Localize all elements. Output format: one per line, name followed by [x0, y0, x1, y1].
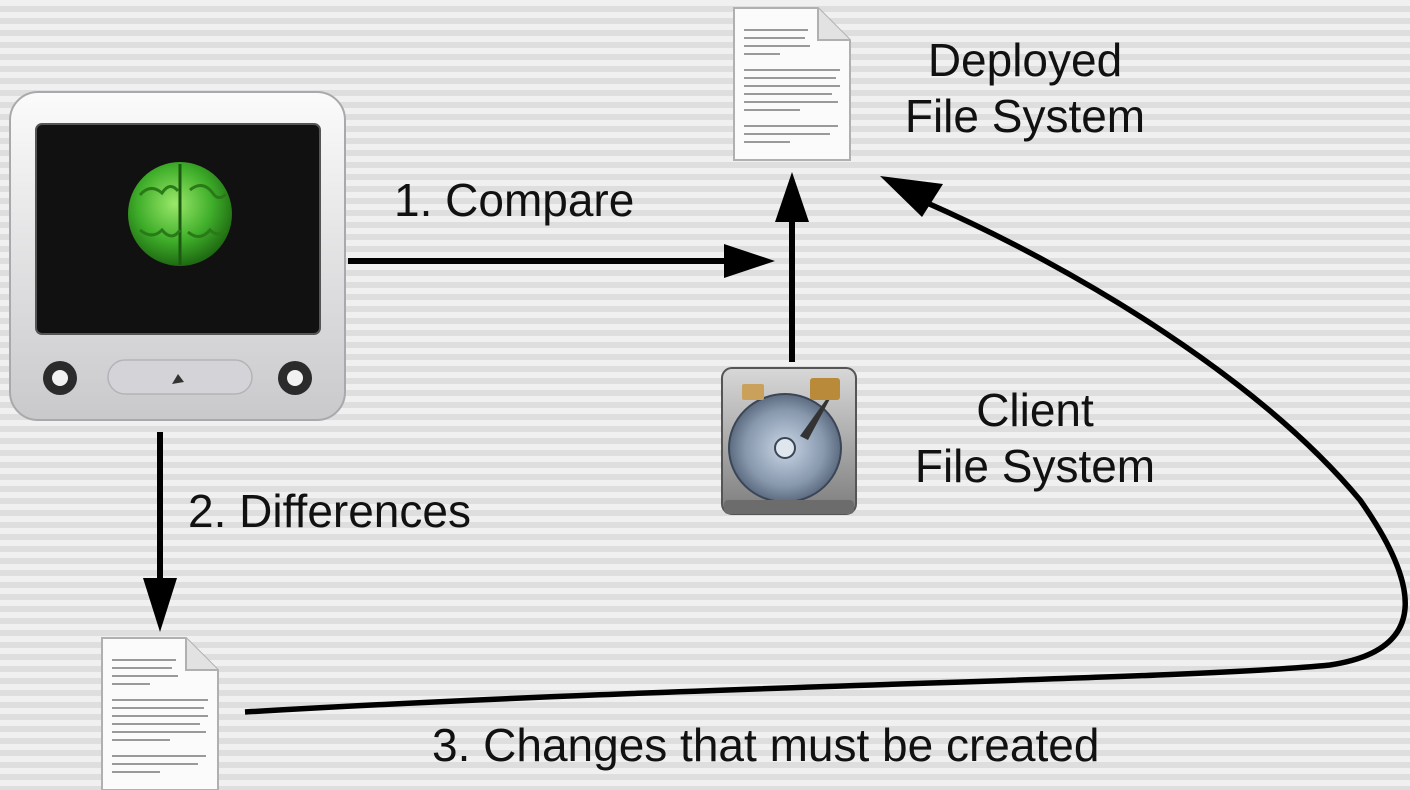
brain-computer-icon [9, 91, 346, 421]
differences-label: 2. Differences [188, 485, 471, 537]
compare-arrow [348, 244, 775, 278]
client-hard-drive-icon [721, 367, 857, 515]
deployed-label-line2: File System [904, 90, 1146, 142]
client-to-deployed-arrow [775, 172, 809, 362]
brain-icon [128, 162, 232, 266]
changes-label: 3. Changes that must be created [432, 719, 1100, 771]
deployed-document-icon [733, 7, 851, 161]
changes-arrow [244, 176, 1408, 715]
compare-label: 1. Compare [394, 174, 635, 226]
deployed-label-line1: Deployed [927, 34, 1123, 86]
client-label-line1: Client [976, 384, 1094, 436]
client-label: Client File System [880, 382, 1190, 494]
differences-document-icon [101, 637, 219, 790]
differences-arrow [143, 432, 177, 632]
client-label-line2: File System [914, 440, 1156, 492]
deployed-label: Deployed File System [870, 32, 1180, 144]
left-speaker-icon [43, 361, 77, 395]
right-speaker-icon [278, 361, 312, 395]
